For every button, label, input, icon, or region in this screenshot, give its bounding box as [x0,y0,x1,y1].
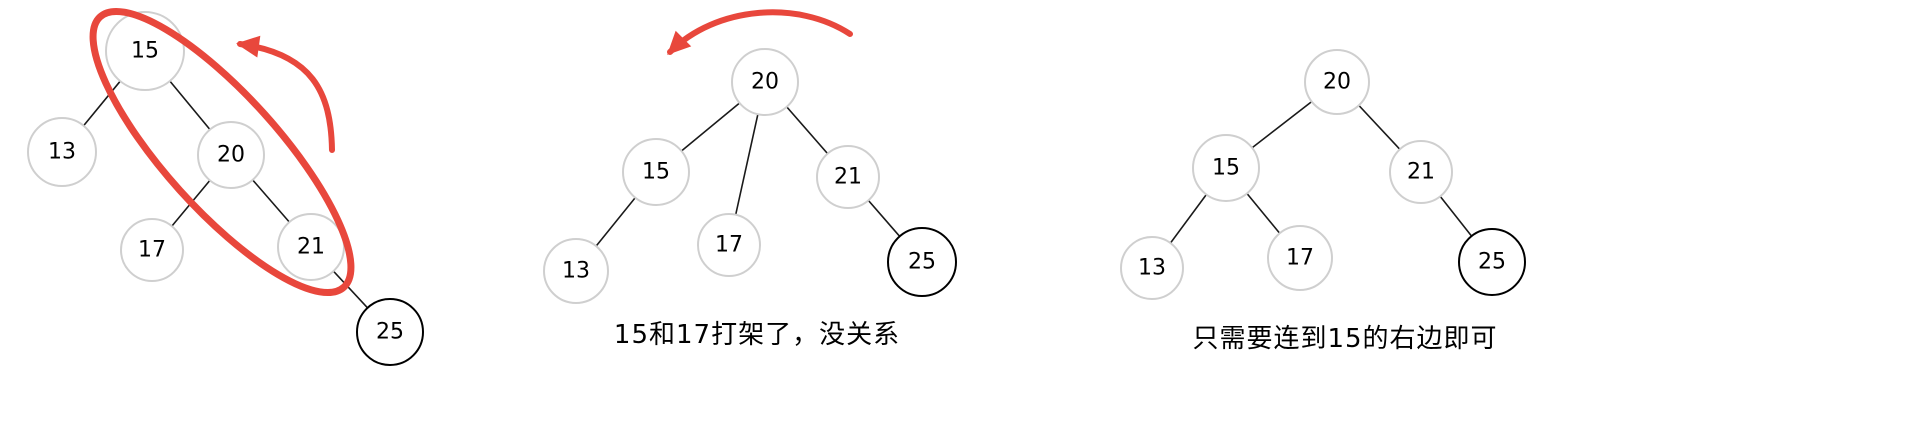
tree-node-label-25: 25 [376,320,404,345]
tree-node-label-25: 25 [1478,250,1506,275]
tree-node-21 [277,213,345,281]
tree-node-20 [731,48,799,116]
tree-node-20 [1304,49,1370,115]
tree-node-label-15: 15 [642,160,670,185]
tree-node-21 [1389,140,1453,204]
tree-node-17 [120,218,184,282]
tree-node-20 [197,121,265,189]
tree-node-13 [1120,236,1184,300]
tree-node-label-17: 17 [1286,246,1314,271]
tree-node-label-21: 21 [1407,160,1435,185]
tree-node-label-25: 25 [908,250,936,275]
tree-node-13 [543,238,609,304]
tree-node-label-20: 20 [1323,70,1351,95]
red-arrow-middle [667,9,853,55]
tree-node-label-20: 20 [217,143,245,168]
tree-node-label-20: 20 [751,70,779,95]
tree-node-15 [622,138,690,206]
red-arrow-left [236,35,335,153]
tree-after-rotation: 20 15 21 13 17 25 [1120,49,1526,300]
tree-before-rotation: 15 13 20 17 21 25 [27,11,424,366]
tree-node-13 [27,117,97,187]
annotations-layer [89,7,853,297]
tree-node-label-21: 21 [297,235,325,260]
trees-layer: 15 13 20 17 21 25 20 15 21 13 17 25 20 15 21 13 17 25 [27,11,1526,366]
tree-node-label-17: 17 [715,233,743,258]
tree-node-label-13: 13 [48,140,76,165]
tree-node-25 [887,227,957,297]
tree-node-25 [356,298,424,366]
tree-node-17 [1267,225,1333,291]
tree-node-label-13: 13 [1138,256,1166,281]
tree-node-label-21: 21 [834,165,862,190]
tree-node-label-15: 15 [131,39,159,64]
tree-node-25 [1458,228,1526,296]
tree-node-17 [697,213,761,277]
tree-node-label-17: 17 [138,238,166,263]
tree-during-rotation: 20 15 21 13 17 25 [543,48,957,304]
tree-node-label-13: 13 [562,259,590,284]
caption-middle: 15和17打架了，没关系 [613,320,901,350]
tree-node-21 [816,145,880,209]
tree-node-label-15: 15 [1212,156,1240,181]
caption-right: 只需要连到15的右边即可 [1192,324,1498,354]
red-loop-ellipse [89,7,355,297]
tree-node-15 [1192,134,1260,202]
